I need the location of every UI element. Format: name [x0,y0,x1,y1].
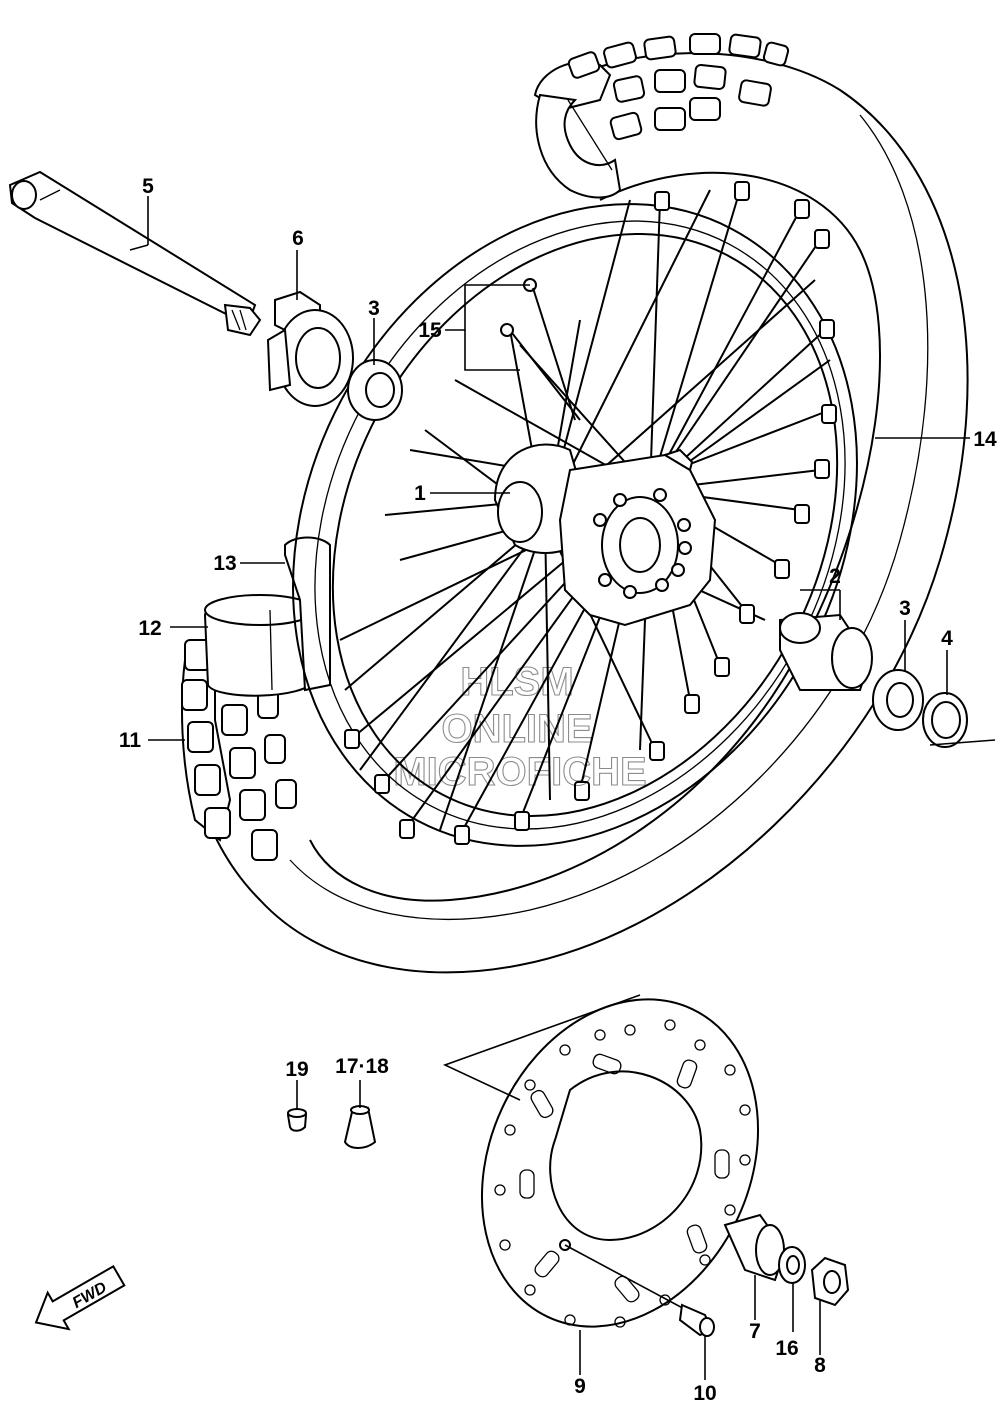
callouts: 5 6 3 15 1 14 13 12 11 2 3 4 19 17·18 7 … [119,175,997,1405]
bearing-left [347,359,403,421]
watermark-line3: MICROFICHE [393,750,646,794]
callout-9: 9 [574,1375,586,1398]
callout-8: 8 [814,1354,826,1377]
leader-lines [129,196,970,1380]
axle [8,170,262,337]
disc-bolt [678,1303,715,1337]
fwd-arrow-icon: FWD [34,1264,126,1331]
tire-tread-bottom [181,639,297,861]
brake-disc-holes [494,1019,751,1328]
washer [778,1246,806,1284]
tire-tube [203,594,316,697]
callout-11: 11 [119,729,142,752]
callout-6: 6 [292,227,304,250]
tire [181,33,969,974]
callout-1: 1 [414,482,426,505]
watermark-line2: ONLINE [441,707,592,751]
brake-disc [442,994,759,1328]
callout-3-left: 3 [368,297,380,320]
watermark-line1: HLSM [460,660,573,704]
hub [493,443,717,627]
callout-15: 15 [418,319,442,342]
callout-12: 12 [138,617,161,640]
spoke-nipples [344,181,837,845]
tire-tread-top [533,33,790,199]
callout-4: 4 [941,627,953,650]
bearing-right [872,669,924,731]
callout-17-18: 17·18 [335,1055,389,1078]
speedometer-gearbox [266,290,354,407]
valve-cap [286,1108,308,1132]
callout-5: 5 [142,175,154,198]
axle-nut [810,1256,850,1307]
callout-7: 7 [749,1320,761,1343]
watermark: HLSM ONLINE MICROFICHE [393,659,647,794]
callout-19: 19 [285,1058,308,1081]
callout-16: 16 [775,1337,798,1360]
valve-nut [343,1105,377,1149]
callout-2: 2 [829,565,841,588]
rim-band [284,536,331,692]
callout-3-right: 3 [899,597,911,620]
callout-10: 10 [693,1382,716,1405]
callout-13: 13 [213,552,236,575]
oil-seal [922,692,968,748]
callout-14: 14 [973,428,997,451]
spacer [779,612,873,691]
spacer-left [723,1213,787,1282]
